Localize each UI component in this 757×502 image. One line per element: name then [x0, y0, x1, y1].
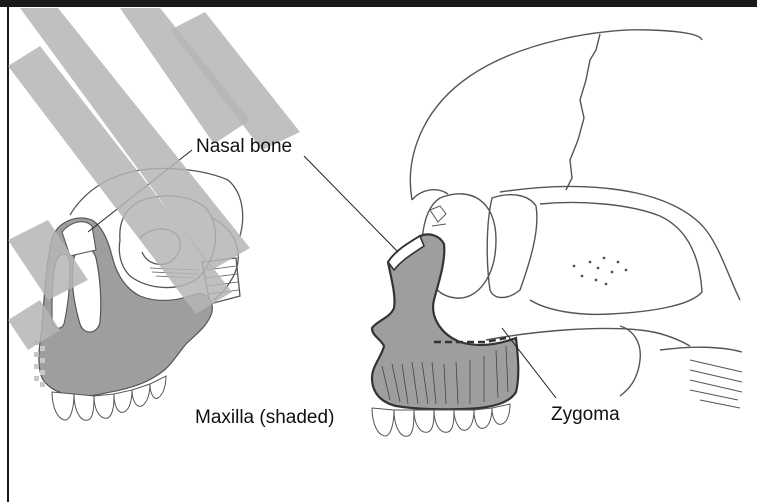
zygomatic-body: [487, 195, 537, 298]
zygoma-label: Zygoma: [551, 404, 620, 426]
temporal-fossa: [530, 203, 702, 315]
top-frame-bar: [0, 0, 757, 7]
coronal-suture: [566, 34, 600, 190]
styloid-lines: [690, 360, 742, 408]
ethmoid-detail: [430, 206, 446, 226]
temporal-outline: [500, 186, 740, 300]
brow-ridge: [412, 190, 448, 200]
cranium-vault: [410, 30, 702, 200]
bone-texture-dots: [573, 257, 628, 286]
nasal-leader-right: [304, 156, 398, 252]
nasal-bone-label: Nasal bone: [196, 136, 292, 158]
mastoid-region: [620, 326, 742, 396]
maxilla-label: Maxilla (shaded): [195, 407, 334, 429]
